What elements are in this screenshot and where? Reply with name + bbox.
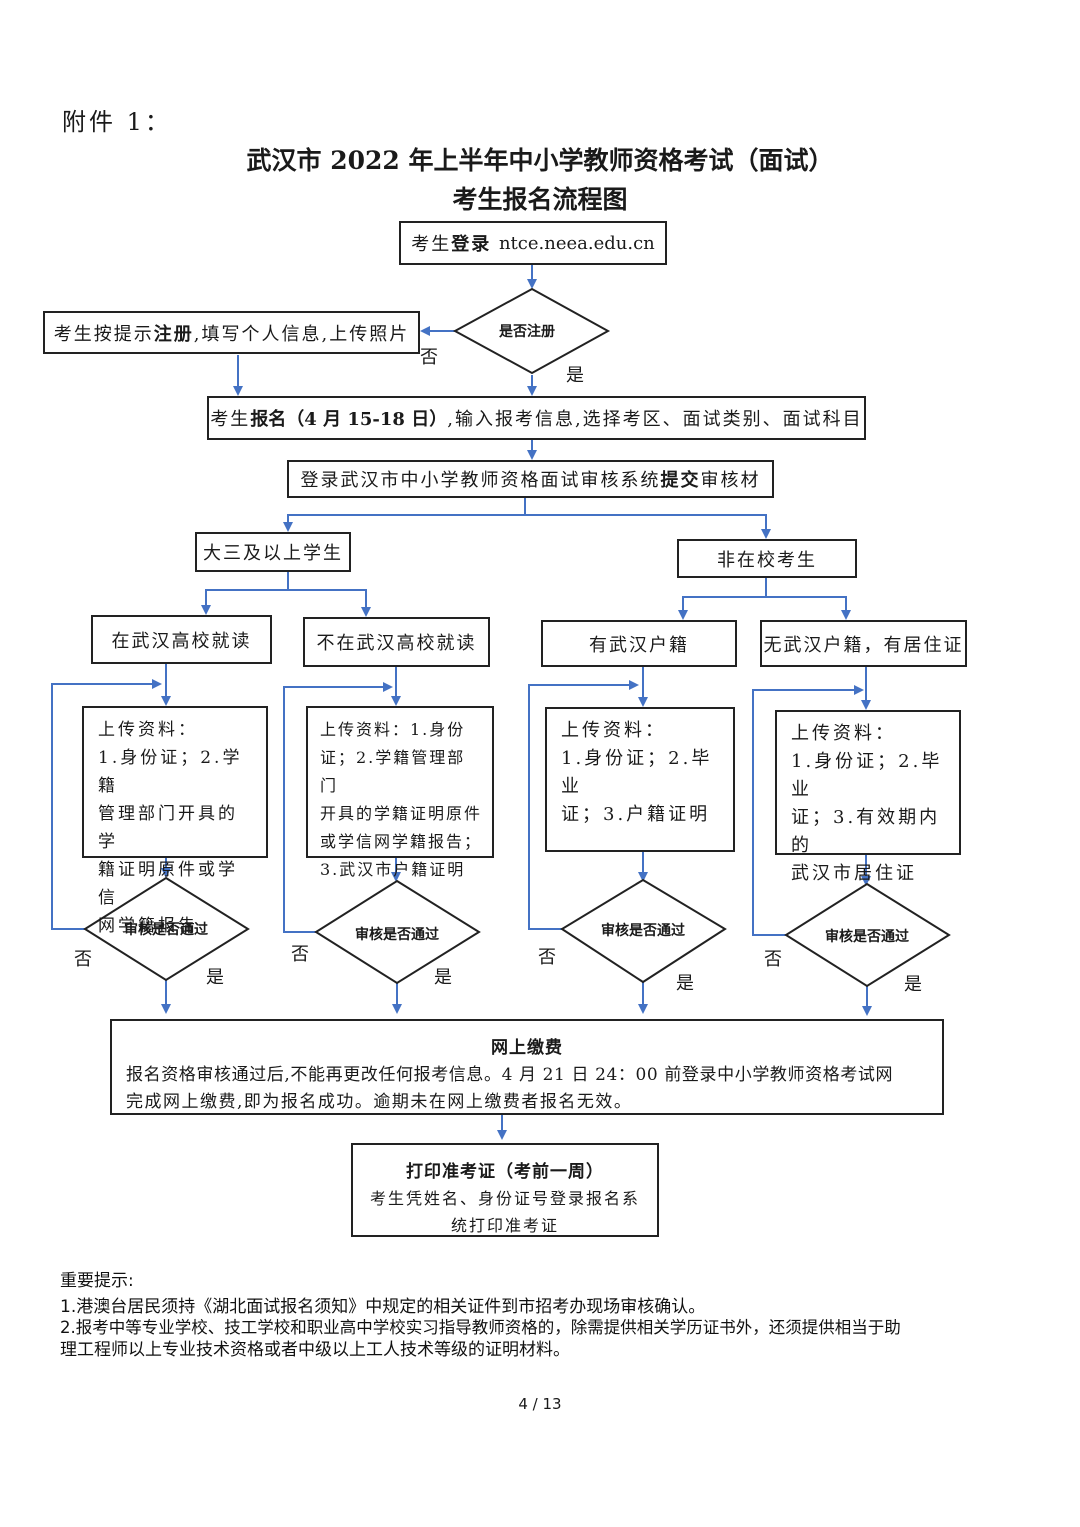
review-decision-label-2: 审核是否通过 xyxy=(355,927,439,943)
review-no-label-2: 否 xyxy=(291,944,309,965)
branch-label-wuhan-college: 在武汉高校就读 xyxy=(91,615,272,664)
register-no-label: 否 xyxy=(420,347,438,368)
notes-heading: 重要提示: xyxy=(60,1271,134,1291)
register-step-box: 考生按提示注册,填写个人信息,上传照片 xyxy=(43,311,420,354)
materials-box-3: 上传资料： 1.身份证；2.毕业 证；3.户籍证明 xyxy=(545,707,735,852)
signup-step-box: 考生报名（4 月 15-18 日）,输入报考信息,选择考区、面试类别、面试科目 xyxy=(207,396,866,440)
materials-box-2: 上传资料：1.身份 证；2.学籍管理部门 开具的学籍证明原件 或学信网学籍报告；… xyxy=(306,706,494,879)
submit-bold: 提交 xyxy=(660,470,701,491)
register-pre: 考生按提示 xyxy=(53,323,154,345)
page-title: 武汉市 2022 年上半年中小学教师资格考试（面试） xyxy=(246,146,834,175)
signup-pre: 考生 xyxy=(210,409,251,430)
submit-pre: 登录武汉市中小学教师资格面试审核系统 xyxy=(300,470,661,491)
login-step-box: 考生登录 ntce.neea.edu.cn xyxy=(399,221,667,265)
submit-materials-box: 登录武汉市中小学教师资格面试审核系统提交审核材 xyxy=(287,460,774,498)
print-admission-box: 打印准考证（考前一周） 考生凭姓名、身份证号登录报名系 统打印准考证 xyxy=(351,1143,659,1237)
note-item-2: 2.报考中等专业学校、技工学校和职业高中学校实习指导教师资格的，除需提供相关学历… xyxy=(60,1318,901,1337)
signup-post: ,输入报考信息,选择考区、面试类别、面试科目 xyxy=(447,409,863,430)
review-decision-shape-1 xyxy=(83,876,250,982)
page-number: 4 / 13 xyxy=(518,1395,562,1413)
branch-label-non-wuhan-college: 不在武汉高校就读 xyxy=(303,617,490,667)
group-nonstudents-box: 非在校考生 xyxy=(677,539,857,578)
review-decision-label-3: 审核是否通过 xyxy=(601,923,685,939)
payment-line-1: 报名资格审核通过后,不能再更改任何报考信息。4 月 21 日 24：00 前登录… xyxy=(126,1065,894,1085)
materials-box-1: 上传资料： 1.身份证；2.学籍 管理部门开具的学 籍证明原件或学信 网学籍报告 xyxy=(82,706,268,936)
signup-bold: 报名（4 月 15-18 日） xyxy=(250,409,448,430)
login-url: ntce.neea.edu.cn xyxy=(498,232,655,254)
print-line-2: 统打印准考证 xyxy=(450,1216,559,1235)
payment-title: 网上缴费 xyxy=(491,1038,563,1058)
page-subtitle: 考生报名流程图 xyxy=(452,185,628,214)
register-bold: 注册 xyxy=(153,323,194,345)
payment-box: 网上缴费 报名资格审核通过后,不能再更改任何报考信息。4 月 21 日 24：0… xyxy=(110,1019,944,1115)
register-yes-label: 是 xyxy=(566,365,584,386)
login-bold: 登录 xyxy=(451,234,492,255)
group-students-box: 大三及以上学生 xyxy=(195,532,351,572)
review-yes-label-3: 是 xyxy=(676,973,694,994)
register-decision-label: 是否注册 xyxy=(499,324,555,340)
submit-post: 审核材 xyxy=(700,470,761,491)
review-decision-shape-3 xyxy=(560,878,727,984)
materials-box-4: 上传资料： 1.身份证；2.毕业 证；3.有效期内的 武汉市居住证 xyxy=(775,710,961,884)
print-line-1: 考生凭姓名、身份证号登录报名系 xyxy=(369,1189,640,1208)
branch-label-wuhan-hukou: 有武汉户籍 xyxy=(541,620,737,667)
review-no-label-3: 否 xyxy=(538,947,556,968)
note-item-3: 理工程师以上专业技术资格或者中级以上工人技术等级的证明材料。 xyxy=(60,1340,570,1360)
review-yes-label-4: 是 xyxy=(904,974,922,995)
review-no-label-1: 否 xyxy=(74,949,92,970)
review-decision-label-1: 审核是否通过 xyxy=(124,922,208,938)
print-title: 打印准考证（考前一周） xyxy=(406,1162,604,1182)
review-no-label-4: 否 xyxy=(764,949,782,970)
review-decision-shape-4 xyxy=(784,882,951,988)
payment-line-2: 完成网上缴费,即为报名成功。逾期未在网上缴费者报名无效。 xyxy=(126,1092,633,1112)
review-decision-shape-2 xyxy=(314,879,481,985)
note-item-1: 1.港澳台居民须持《湖北面试报名须知》中规定的相关证件到市招考办现场审核确认。 xyxy=(60,1297,706,1317)
login-prefix: 考生 xyxy=(411,234,452,255)
register-post: ,填写个人信息,上传照片 xyxy=(193,323,410,345)
attachment-label: 附件 1： xyxy=(62,108,172,136)
register-decision-shape xyxy=(452,287,611,375)
review-yes-label-2: 是 xyxy=(434,967,452,988)
review-decision-label-4: 审核是否通过 xyxy=(825,929,909,945)
review-yes-label-1: 是 xyxy=(206,967,224,988)
branch-label-residence-permit: 无武汉户籍，有居住证 xyxy=(760,620,967,667)
